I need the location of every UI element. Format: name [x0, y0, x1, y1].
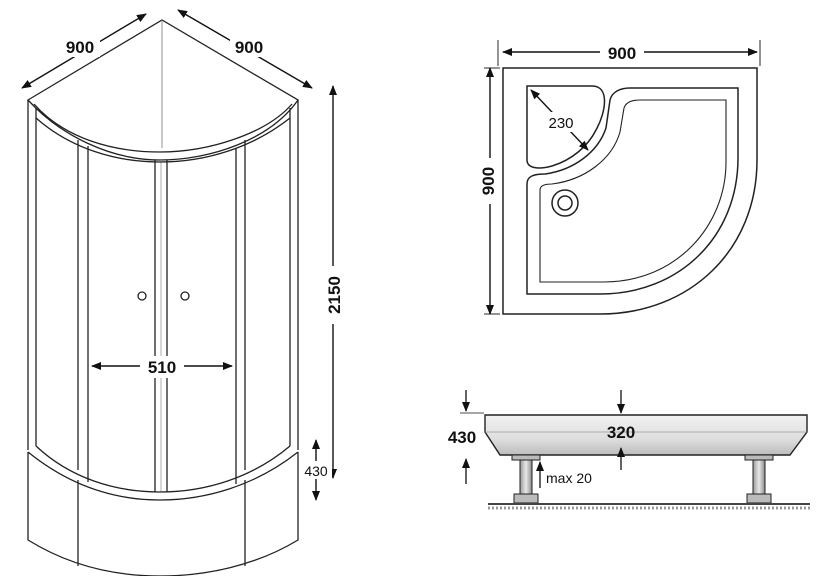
cabin-roof-outline — [26, 19, 299, 161]
cabin-view — [26, 19, 299, 576]
leg-adjust-label: max 20 — [546, 470, 592, 486]
cabin-dimensions — [21, 9, 337, 501]
cabin-tray-height-label: 430 — [304, 463, 328, 479]
tray-plan-labels: 900 900 230 — [478, 42, 644, 204]
cabin-right-panel — [244, 100, 299, 470]
cabin-width-right-label: 900 — [235, 38, 263, 57]
tray-plan-view — [502, 67, 758, 315]
tray-basin-inner — [539, 99, 727, 283]
cabin-door-rail-top — [35, 117, 291, 163]
drain-outer — [551, 189, 579, 217]
tray-leg-right — [752, 459, 766, 495]
cabin-door-rail-bottom — [35, 445, 291, 493]
door-handle-right — [180, 291, 190, 301]
cabin-dimension-labels: 900 900 2150 510 430 — [62, 35, 344, 479]
cabin-roof-inner — [33, 103, 293, 153]
door-width-label: 510 — [148, 358, 176, 377]
tray-side-view — [484, 414, 810, 510]
cabin-width-left-label: 900 — [66, 38, 94, 57]
tray-leg-left-plate — [511, 454, 541, 461]
cabin-tray-front — [27, 451, 299, 576]
cabin-height-label: 2150 — [325, 276, 344, 314]
tray-plan-dimensions — [484, 40, 761, 315]
drain-inner — [557, 195, 573, 211]
tray-depth-label: 900 — [479, 167, 498, 195]
tray-width-label: 900 — [608, 44, 636, 63]
tray-side-dimensions — [460, 390, 625, 488]
cabin-left-panel — [27, 100, 79, 470]
tray-basin — [526, 87, 739, 295]
tray-total-height-label: 430 — [448, 428, 476, 447]
tray-side-labels: 430 320 max 20 — [448, 423, 635, 486]
tray-body-height-label: 320 — [607, 423, 635, 442]
cabin-door-left — [87, 146, 156, 492]
tray-seat-radius-label: 230 — [548, 115, 573, 132]
tray-side-body — [484, 414, 808, 456]
tray-leg-left — [519, 459, 533, 495]
cabin-door-right — [166, 148, 237, 492]
tray-leg-right-plate — [744, 454, 774, 461]
tray-outer-outline — [502, 67, 758, 315]
door-handle-left — [137, 291, 147, 301]
